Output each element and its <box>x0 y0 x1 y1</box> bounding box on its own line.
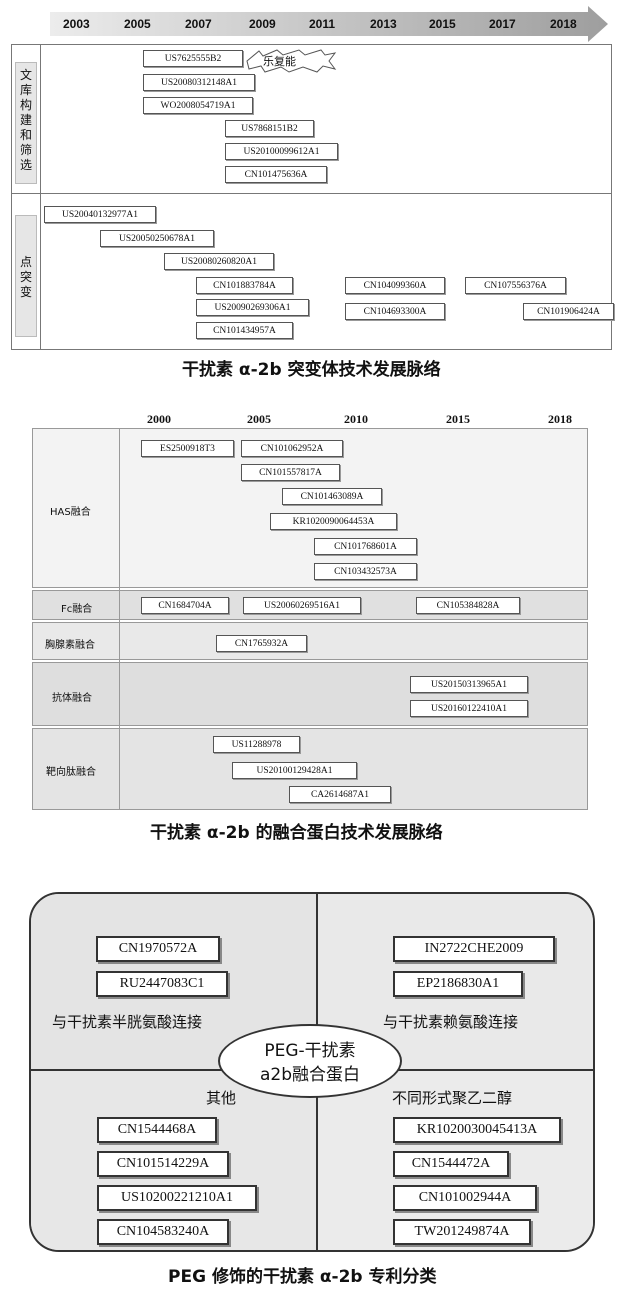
patent-box: CN1684704A <box>141 597 229 614</box>
patent-box: CN1765932A <box>216 635 307 652</box>
patent-box: CN1544468A <box>97 1117 217 1143</box>
callout-label: 乐复能 <box>263 55 296 68</box>
patent-box: CN1970572A <box>96 936 220 962</box>
patent-box: CN101434957A <box>196 322 293 339</box>
label-column-divider <box>40 44 41 350</box>
patent-box: CN107556376A <box>465 277 566 294</box>
patent-box: CN101557817A <box>241 464 340 481</box>
patent-box: RU2447083C1 <box>96 971 228 997</box>
patent-box: US7868151B2 <box>225 120 314 137</box>
patent-box: US11288978 <box>213 736 300 753</box>
patent-box: US20100129428A1 <box>232 762 357 779</box>
section-label-box <box>15 215 37 337</box>
patent-box: ES2500918T3 <box>141 440 234 457</box>
patent-box: TW201249874A <box>393 1219 531 1245</box>
patent-box: CN1544472A <box>393 1151 509 1177</box>
patent-box: CN104693300A <box>345 303 445 320</box>
patent-box: US20090269306A1 <box>196 299 309 316</box>
patent-box: WO2008054719A1 <box>143 97 253 114</box>
row-band-thymosin <box>32 622 588 660</box>
year-label: 2013 <box>370 17 397 31</box>
label-column-divider <box>119 428 120 810</box>
figure-caption: PEG 修饰的干扰素 α-2b 专利分类 <box>168 1267 437 1287</box>
patent-box: KR1020030045413A <box>393 1117 561 1143</box>
figure-caption: 干扰素 α-2b 突变体技术发展脉络 <box>182 360 441 380</box>
patent-box: KR1020090064453A <box>270 513 397 530</box>
year-label: 2007 <box>185 17 212 31</box>
center-label-line2: a2b融合蛋白 <box>259 1065 361 1085</box>
patent-box: CN101002944A <box>393 1185 537 1211</box>
patent-box: US20100099612A1 <box>225 143 338 160</box>
patent-box: US20080312148A1 <box>143 74 255 91</box>
quadrant-label: 与干扰素赖氨酸连接 <box>383 1013 519 1031</box>
patent-box: CA2614687A1 <box>289 786 391 803</box>
year-label: 2018 <box>548 412 572 426</box>
patent-box: CN101062952A <box>241 440 343 457</box>
patent-box: CN101883784A <box>196 277 293 294</box>
section-label-box <box>15 62 37 184</box>
row-label: 靶向肽融合 <box>46 767 96 778</box>
patent-box: CN105384828A <box>416 597 520 614</box>
row-label: 抗体融合 <box>52 693 92 704</box>
center-label-line1: PEG-干扰素 <box>264 1041 356 1061</box>
year-label: 2018 <box>550 17 577 31</box>
year-label: 2011 <box>309 17 336 31</box>
patent-box: CN103432573A <box>314 563 417 580</box>
year-label: 2017 <box>489 17 516 31</box>
patent-box: CN101514229A <box>97 1151 229 1177</box>
year-label: 2015 <box>429 17 456 31</box>
section-label-mutation: 点突变 <box>19 255 32 299</box>
row-label: HAS融合 <box>50 507 91 518</box>
timeline-arrow <box>50 6 608 42</box>
figure-caption: 干扰素 α-2b 的融合蛋白技术发展脉络 <box>150 823 443 843</box>
patent-box: US20160122410A1 <box>410 700 528 717</box>
center-ellipse <box>218 1024 402 1098</box>
year-label: 2000 <box>147 412 171 426</box>
patent-box: CN101768601A <box>314 538 417 555</box>
section-divider <box>11 193 612 194</box>
row-label: 胸腺素融合 <box>45 640 95 651</box>
patent-box: US20150313965A1 <box>410 676 528 693</box>
year-label: 2003 <box>63 17 90 31</box>
quadrant-label: 其他 <box>206 1089 237 1107</box>
patent-box: US20080260820A1 <box>164 253 274 270</box>
patent-box: EP2186830A1 <box>393 971 523 997</box>
quadrant-label: 与干扰素半胱氨酸连接 <box>52 1013 203 1031</box>
patent-box: US20060269516A1 <box>243 597 361 614</box>
patent-box: IN2722CHE2009 <box>393 936 555 962</box>
patent-box: CN104099360A <box>345 277 445 294</box>
year-label: 2005 <box>247 412 271 426</box>
callout-burst-shape <box>246 49 337 73</box>
year-label: 2009 <box>249 17 276 31</box>
year-label: 2005 <box>124 17 151 31</box>
quadrant-label: 不同形式聚乙二醇 <box>392 1089 513 1107</box>
patent-box: CN101906424A <box>523 303 614 320</box>
section-label-library: 文库构建和筛选 <box>19 68 32 172</box>
year-label: 2010 <box>344 412 368 426</box>
patent-box: US10200221210A1 <box>97 1185 257 1211</box>
patent-box: CN101475636A <box>225 166 327 183</box>
patent-box: US20050250678A1 <box>100 230 214 247</box>
patent-box: CN104583240A <box>97 1219 229 1245</box>
patent-box: US7625555B2 <box>143 50 243 67</box>
year-label: 2015 <box>446 412 470 426</box>
timeline-frame <box>11 44 612 350</box>
patent-box: US20040132977A1 <box>44 206 156 223</box>
row-label: Fc融合 <box>61 604 93 615</box>
patent-box: CN101463089A <box>282 488 382 505</box>
